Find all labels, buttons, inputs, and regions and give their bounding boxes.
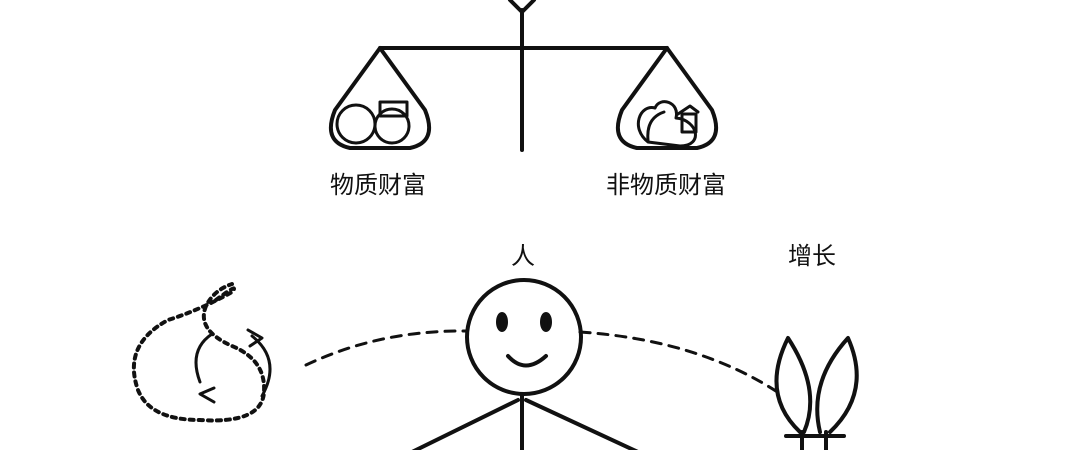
sprout-leaf-left (774, 336, 813, 434)
cycle-dotted-loop (131, 282, 267, 423)
figure-arm-right (524, 398, 640, 454)
heart-shape (636, 100, 697, 148)
stick-figure-icon (410, 278, 640, 454)
figure-arm-left (410, 398, 520, 454)
cycle-arrows-icon (131, 282, 272, 423)
material-objects-icon (335, 100, 411, 145)
label-growth: 增长 (788, 242, 836, 270)
label-person: 人 (511, 242, 535, 270)
coin-right (373, 107, 411, 145)
sprout-leaves-icon (774, 336, 859, 452)
sprout-leaf-right (815, 336, 859, 434)
leaf-shape (646, 110, 666, 142)
label-non-material-wealth: 非物质财富 (606, 171, 726, 199)
figure-smile (506, 354, 548, 368)
small-box-lid (676, 104, 700, 116)
box (378, 100, 409, 118)
scale-pan-right (616, 46, 718, 150)
coin-left (335, 103, 377, 145)
cycle-arc-left (194, 332, 214, 384)
connector-left (304, 329, 468, 367)
balance-scale-icon (329, 0, 718, 152)
cycle-arrowhead-top (246, 328, 264, 348)
cycle-arc-right (250, 334, 272, 398)
scale-pan-left (329, 46, 431, 150)
non-material-objects-icon (636, 100, 700, 148)
figure-head (465, 278, 583, 396)
figure-eye-left (496, 312, 508, 332)
label-material-wealth: 物质财富 (330, 171, 426, 199)
cycle-arrowhead-bottom (198, 386, 216, 404)
connector-right (578, 330, 784, 397)
figure-eye-right (540, 312, 552, 332)
small-box (680, 112, 698, 134)
